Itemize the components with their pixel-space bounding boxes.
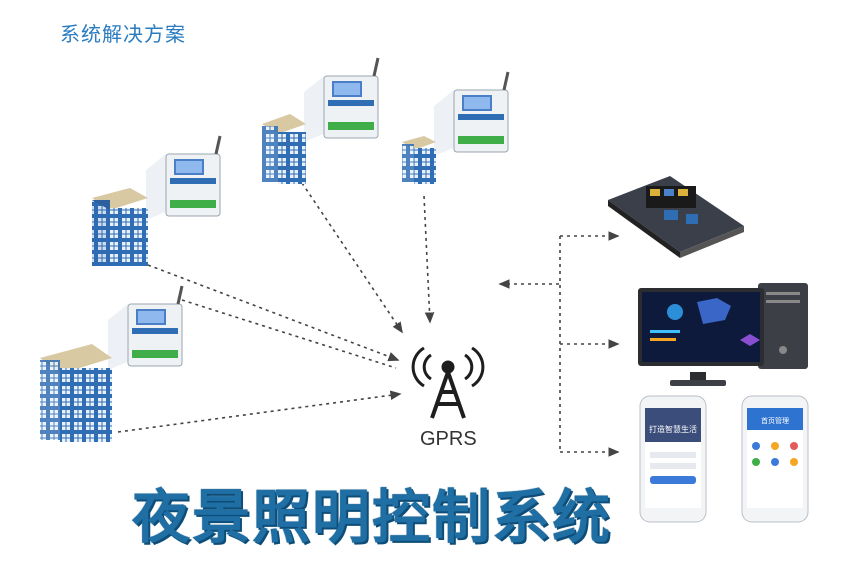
desktop-pc-image bbox=[638, 283, 808, 386]
link-building-3 bbox=[423, 195, 435, 324]
gprs-tower-icon bbox=[411, 346, 485, 419]
controller-device bbox=[304, 57, 380, 142]
command-center-image bbox=[608, 176, 744, 258]
phone-right-header: 首页管理 bbox=[761, 416, 789, 425]
controller-device bbox=[434, 71, 510, 156]
gprs-label: GPRS bbox=[420, 428, 477, 450]
building-icon bbox=[402, 136, 436, 184]
controller-device bbox=[146, 135, 222, 220]
connection-lines bbox=[117, 182, 620, 457]
building-icon bbox=[92, 188, 148, 266]
controller-device bbox=[108, 285, 184, 370]
building-icon bbox=[262, 114, 306, 184]
link-building-2 bbox=[301, 182, 403, 334]
building-icon bbox=[40, 344, 112, 442]
system-title: 夜景照明控制系统 bbox=[132, 483, 613, 551]
page-title: 系统解决方案 bbox=[60, 22, 186, 46]
phone-left-banner: 打造智慧生活 bbox=[649, 424, 697, 434]
phone-right: 首页管理 bbox=[741, 395, 809, 523]
link-building-5 bbox=[117, 390, 402, 433]
link-building-4 bbox=[181, 299, 397, 369]
phone-left: 打造智慧生活 bbox=[639, 395, 707, 523]
link-building-1 bbox=[147, 264, 400, 362]
